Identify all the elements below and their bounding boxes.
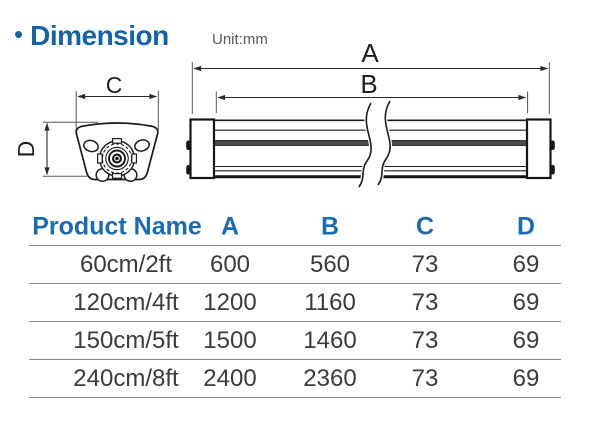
cell-product-name: 120cm/4ft [73, 288, 179, 316]
break-symbol [354, 98, 394, 190]
dimension-diagram: A B C D [13, 38, 555, 190]
cell-b: 560 [309, 250, 351, 278]
mount-hole-left [83, 139, 99, 153]
table-row: 150cm/5ft 1500 1460 73 69 [29, 322, 561, 360]
end-cap-left [189, 118, 216, 180]
cell-product-name: 240cm/8ft [73, 364, 179, 392]
spec-table: Product Name A B C D 60cm/2ft 600 560 73… [29, 208, 561, 398]
cell-b: 2360 [303, 364, 357, 392]
table-header-row: Product Name A B C D [29, 208, 561, 246]
end-cap-right [525, 118, 552, 180]
column-header-c: C [415, 212, 435, 240]
column-header-d: D [516, 212, 536, 240]
long-view [186, 62, 555, 190]
cell-d: 69 [512, 364, 540, 392]
cell-a: 1500 [203, 326, 257, 354]
cell-c: 73 [411, 364, 439, 392]
section-title: • Dimension [14, 20, 169, 52]
unit-label: Unit:mm [212, 31, 268, 48]
cell-product-name: 150cm/5ft [73, 326, 179, 354]
cell-c: 73 [411, 326, 439, 354]
column-header-a: A [220, 212, 240, 240]
column-header-product-name: Product Name [32, 212, 202, 240]
column-header-b: B [320, 212, 340, 240]
dim-label-a: A [361, 38, 379, 68]
cell-a: 2400 [203, 364, 257, 392]
end-view [43, 91, 159, 183]
cap-latches [186, 140, 555, 175]
mount-hole-right [134, 139, 150, 152]
dim-label-d: D [13, 141, 39, 158]
table-row: 120cm/4ft 1200 1160 73 69 [29, 284, 561, 322]
table-row: 60cm/2ft 600 560 73 69 [29, 246, 561, 284]
bullet-icon: • [14, 19, 24, 49]
page-title: Dimension [30, 20, 169, 51]
connector-icon [96, 138, 138, 179]
cell-d: 69 [512, 250, 540, 278]
cell-d: 69 [512, 326, 540, 354]
cell-product-name: 60cm/2ft [79, 250, 173, 278]
cell-c: 73 [411, 250, 439, 278]
cell-b: 1460 [303, 326, 357, 354]
cell-a: 600 [209, 250, 251, 278]
table-row: 240cm/8ft 2400 2360 73 69 [29, 360, 561, 398]
cell-b: 1160 [304, 288, 356, 316]
cell-c: 73 [411, 288, 439, 316]
dim-label-b: B [360, 69, 377, 99]
dim-label-c: C [106, 72, 123, 98]
cell-a: 1200 [203, 288, 257, 316]
cell-d: 69 [512, 288, 540, 316]
